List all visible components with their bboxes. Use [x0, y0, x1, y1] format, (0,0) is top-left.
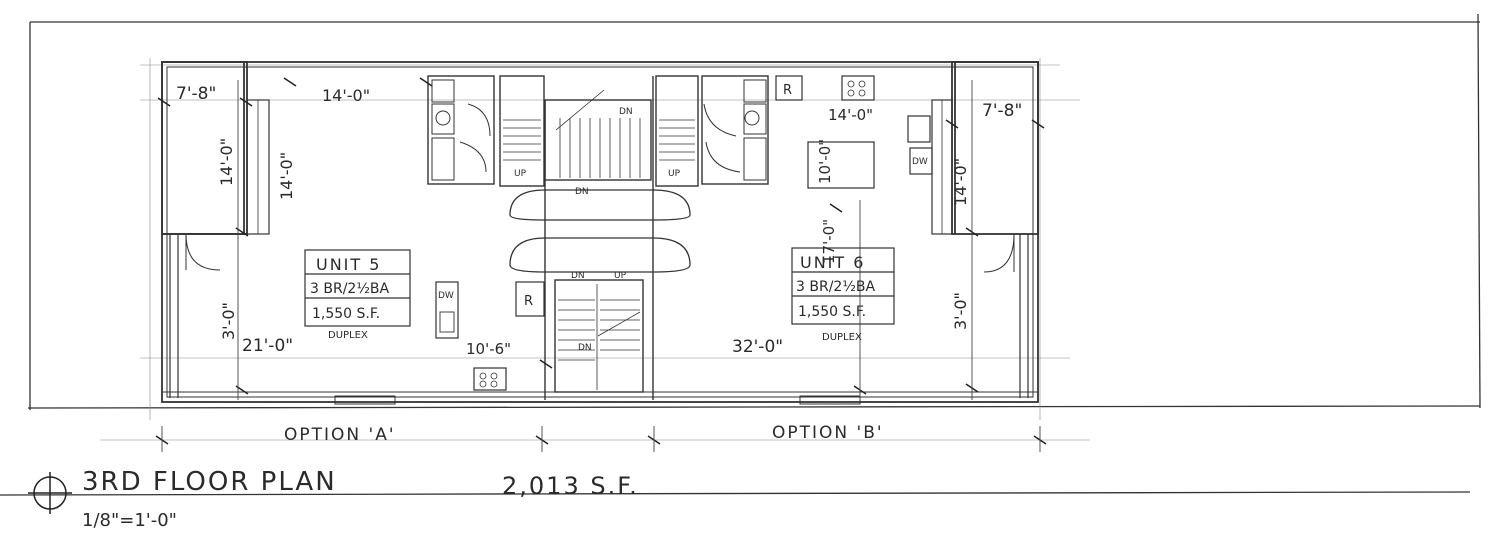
stair-dn-bottom: DN [578, 343, 592, 353]
dim-right-width: 7'-8" [982, 101, 1022, 121]
unit-5-beds: 3 BR/2½BA [310, 281, 389, 297]
unit-5-type: DUPLEX [328, 330, 368, 341]
dim-32: 32'-0" [732, 337, 783, 357]
unit-5-area: 1,550 S.F. [312, 306, 380, 322]
dim-vertical-14: 14'-0" [277, 152, 296, 200]
option-b-label: OPTION 'B' [772, 423, 884, 443]
unit-6-name: UNIT 6 [800, 253, 865, 272]
guide-lines [100, 58, 1090, 441]
dim-top-width: 14'-0" [322, 86, 370, 105]
central-core [427, 75, 769, 400]
stair-dn-center: DN [575, 187, 589, 197]
dim-left-width: 7'-8" [176, 84, 216, 104]
floor-area: 2,013 S.F. [502, 472, 639, 500]
unit-6-type: DUPLEX [822, 332, 862, 343]
unit-label-boxes [304, 247, 895, 327]
north-symbol [28, 472, 72, 514]
dim-left-3: 3'-0" [219, 302, 238, 340]
dim-17: 17'-0" [820, 219, 838, 264]
dim-right-height: 14'-0" [951, 158, 970, 206]
dimension-ticks [155, 77, 1047, 445]
dim-right-10: 10'-0" [816, 139, 834, 184]
unit-5-name: UNIT 5 [316, 255, 381, 274]
option-a-label: OPTION 'A' [284, 425, 396, 445]
sheet-border [0, 13, 1481, 496]
dim-right-3: 3'-0" [951, 292, 970, 330]
dim-21: 21'-0" [242, 336, 293, 356]
unit-6-area: 1,550 S.F. [798, 304, 866, 320]
unit-6-beds: 3 BR/2½BA [796, 279, 875, 295]
floor-plan-title: 3RD FLOOR PLAN [82, 467, 337, 497]
stair-dn-top: DN [619, 107, 633, 117]
dimension-lines [161, 80, 1041, 452]
stair-dn-lower: DN [571, 271, 585, 281]
fridge-label-right: R [783, 83, 792, 98]
unit-5-label: UNIT 5 3 BR/2½BA 1,550 S.F. DUPLEX [310, 255, 389, 341]
fridge-label-left: R [524, 294, 533, 309]
building-walls [161, 61, 1039, 405]
stair-up-right: UP [668, 169, 681, 179]
dim-right-14: 14'-0" [828, 106, 873, 124]
fixtures [185, 75, 1015, 391]
dishwasher-label-right: DW [912, 157, 928, 167]
stair-up-left: UP [514, 169, 527, 179]
unit-6-label: UNIT 6 3 BR/2½BA 1,550 S.F. DUPLEX [796, 253, 875, 343]
stair-up-lower: UP [614, 271, 627, 281]
plan-scale: 1/8"=1'-0" [82, 510, 177, 531]
dim-left-height: 14'-0" [217, 138, 236, 186]
dim-10-6: 10'-6" [466, 340, 511, 358]
dishwasher-label-left: DW [438, 291, 454, 301]
